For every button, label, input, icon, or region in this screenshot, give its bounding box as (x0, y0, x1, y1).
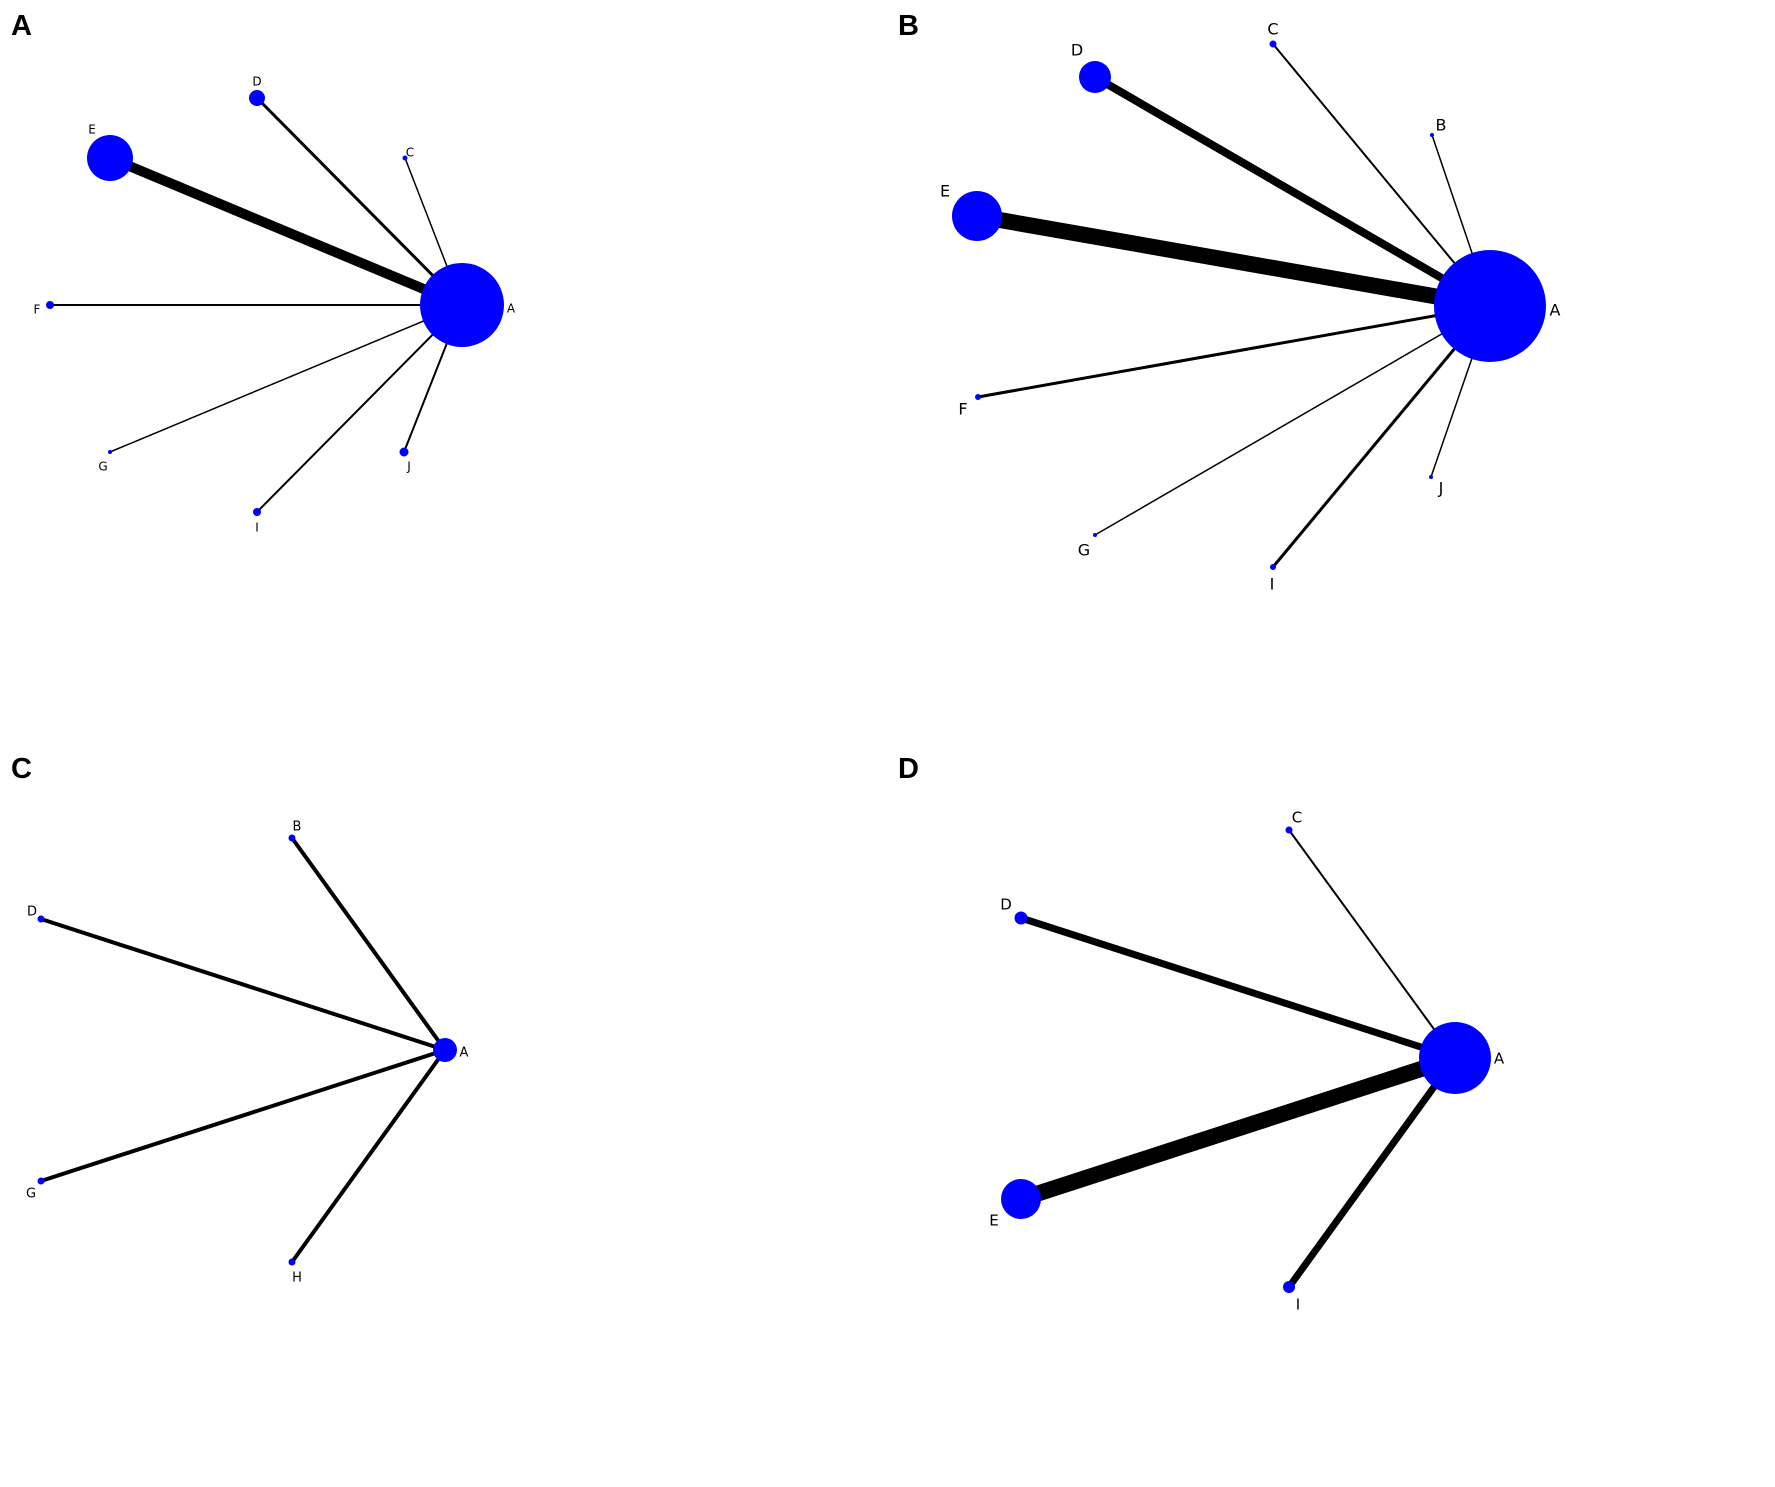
network-panel-b: B A B C D E F G I J (887, 0, 1775, 743)
panel-letter: C (11, 753, 32, 785)
edge-a-g (40, 1048, 446, 1183)
node-g (37, 1177, 45, 1185)
edge-a-d (255, 96, 464, 307)
edge-a-d (1019, 914, 1457, 1062)
node-i (1270, 564, 1276, 570)
node-label-a: A (1550, 301, 1561, 320)
node-a (1419, 1022, 1491, 1094)
node-label-a: A (1494, 1050, 1505, 1068)
node-label-d: D (1071, 41, 1083, 60)
network-graph: A B D G H (26, 820, 469, 1286)
network-graph: A C D E I (989, 809, 1505, 1314)
node-b (1430, 133, 1434, 137)
node-d (37, 915, 45, 923)
node-label-f: F (958, 400, 967, 419)
node-j (1429, 475, 1433, 479)
edge-a-d (1092, 73, 1493, 310)
edge-a-d (40, 917, 446, 1052)
node-g (1093, 533, 1097, 537)
node-label-i: I (1296, 1296, 1300, 1314)
node-label-a: A (460, 1046, 469, 1061)
node-c (402, 155, 408, 161)
node-label-e: E (989, 1212, 998, 1230)
labels-group: A B D G H (26, 820, 469, 1286)
edge-a-i (1271, 305, 1492, 568)
edge-a-b (290, 836, 447, 1052)
node-h (288, 1258, 296, 1266)
node-label-b: B (293, 820, 302, 835)
node-label-g: G (1078, 541, 1090, 560)
node-d (1079, 61, 1111, 93)
node-label-i: I (255, 521, 259, 535)
panel-letter: D (898, 753, 919, 785)
node-e (952, 191, 1002, 241)
node-b (288, 834, 296, 842)
network-graph: A C D E F G I J (34, 75, 516, 535)
node-label-j: J (406, 460, 411, 474)
node-label-c: C (1267, 20, 1278, 39)
labels-group: A C D E I (989, 809, 1505, 1314)
node-label-g: G (26, 1187, 36, 1202)
node-c (1269, 40, 1277, 48)
network-panel-a: A A C D E F G I J (0, 0, 887, 743)
node-label-d: D (1000, 896, 1012, 914)
labels-group: A B C D E F G I J (940, 20, 1561, 594)
node-label-c: C (1292, 809, 1302, 827)
node-f (975, 394, 981, 400)
node-d (1014, 911, 1028, 925)
edges-group (40, 836, 447, 1264)
edge-a-c (1272, 43, 1491, 307)
network-panel-c: C A B D G H (0, 743, 887, 1487)
edge-a-e (975, 208, 1492, 314)
node-g (108, 450, 112, 454)
node-e (1001, 1179, 1041, 1219)
node-i (253, 508, 261, 516)
node-label-c: C (406, 146, 414, 160)
edge-a-e (108, 153, 464, 310)
node-label-d: D (27, 905, 37, 920)
panel-letter: B (898, 10, 919, 42)
node-label-g: G (98, 460, 107, 474)
edge-a-c (1288, 829, 1456, 1059)
edge-a-i (256, 304, 463, 513)
node-label-f: F (34, 303, 41, 317)
edge-a-i (1286, 1055, 1458, 1290)
nodes-group (37, 834, 457, 1266)
edge-a-e (1018, 1050, 1458, 1207)
node-j (399, 447, 409, 457)
nodes-group (46, 90, 504, 516)
panel-letter: A (11, 10, 32, 42)
network-graph: A B C D E F G I J (940, 20, 1561, 594)
node-label-a: A (507, 302, 516, 316)
nodes-group (952, 40, 1546, 570)
edge-a-f (977, 304, 1491, 399)
node-e (87, 135, 133, 181)
node-c (1285, 826, 1293, 834)
labels-group: A C D E F G I J (34, 75, 516, 535)
node-label-e: E (88, 123, 96, 137)
node-label-e: E (940, 182, 950, 201)
nodes-group (1001, 826, 1491, 1293)
edges-group (975, 43, 1493, 568)
edge-a-g (109, 304, 463, 453)
edges-group (1018, 829, 1458, 1290)
node-f (46, 301, 54, 309)
node-label-b: B (1436, 116, 1447, 135)
edges-group (50, 96, 464, 513)
edge-a-g (1094, 305, 1491, 536)
node-a (433, 1038, 457, 1062)
node-label-h: H (292, 1271, 302, 1286)
node-a (420, 263, 504, 347)
edge-a-h (290, 1048, 447, 1264)
node-a (1434, 250, 1546, 362)
node-d (249, 90, 265, 106)
node-i (1283, 1281, 1295, 1293)
network-panel-d: D A C D E I (887, 743, 1775, 1487)
node-label-i: I (1270, 575, 1275, 594)
node-label-d: D (252, 75, 261, 89)
node-label-j: J (1438, 479, 1444, 498)
